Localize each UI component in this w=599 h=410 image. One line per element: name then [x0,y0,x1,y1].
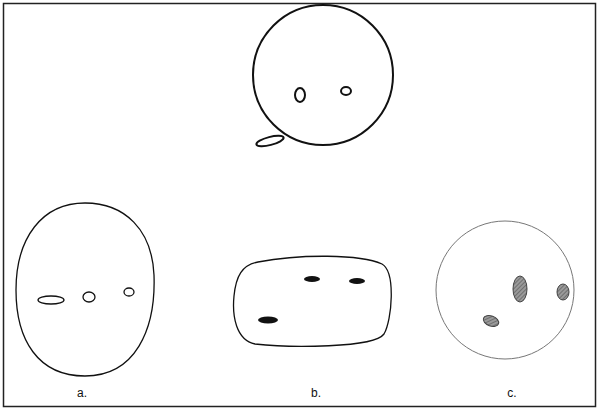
top-cell [253,5,393,148]
cell-c [436,221,574,359]
frame [4,4,596,407]
panel-letter: b. [311,387,321,399]
panel-letter: a. [77,387,87,399]
cell-b [234,256,392,346]
panel-letter: c. [507,387,516,399]
cell-a [16,203,154,376]
